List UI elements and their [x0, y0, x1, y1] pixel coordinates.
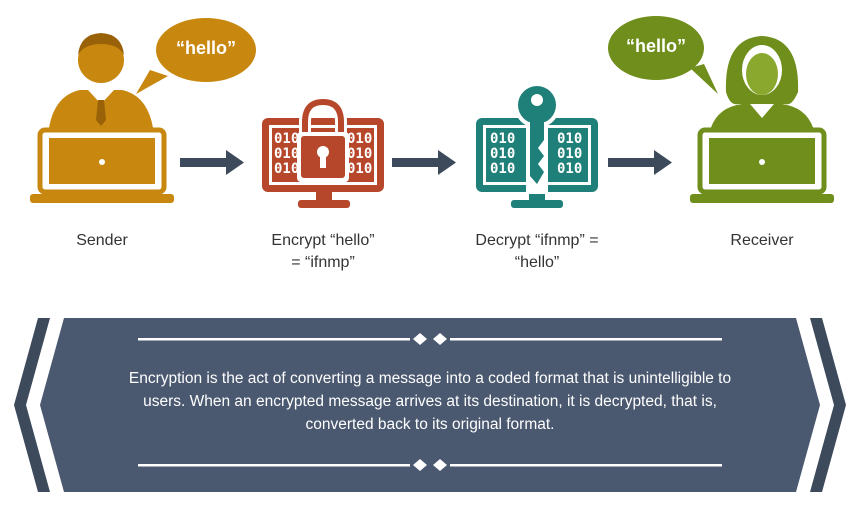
monitor-with-padlock-icon [262, 95, 384, 208]
decrypt-label: Decrypt “ifnmp” = “hello” [457, 230, 617, 274]
arrow-decrypt-to-receiver [608, 150, 672, 175]
sender-label: Sender [76, 232, 128, 249]
receiver-icon [608, 16, 834, 203]
arrow-sender-to-encrypt [180, 150, 244, 175]
receiver-label: Receiver [730, 232, 794, 249]
encrypt-label: Encrypt “hello” = “ifnmp” [243, 230, 403, 274]
banner-bottom-divider [138, 459, 722, 471]
sender-speech-text: “hello” [175, 38, 236, 58]
encrypt-label-line1: Encrypt “hello” [271, 232, 375, 249]
info-banner [14, 318, 846, 492]
monitor-with-key-icon [476, 82, 598, 208]
encrypt-bits-right: 010 010 010 [347, 131, 373, 177]
sender-icon [30, 18, 256, 203]
encrypt-bits-left: 010 010 010 [274, 131, 300, 177]
receiver-speech-text: “hello” [625, 36, 686, 56]
decrypt-bits-right: 010 010 010 [557, 131, 583, 177]
decrypt-label-line2: “hello” [514, 254, 560, 271]
receiver-speech-bubble [608, 16, 718, 94]
decrypt-label-line1: Decrypt “ifnmp” = [475, 232, 599, 249]
decrypt-bits-left: 010 010 010 [490, 131, 516, 177]
banner-top-divider [138, 333, 722, 345]
arrow-encrypt-to-decrypt [392, 150, 456, 175]
encrypt-label-line2: = “ifnmp” [291, 254, 355, 271]
sender-speech-bubble [136, 18, 256, 94]
banner-description: Encryption is the act of converting a me… [128, 370, 732, 433]
